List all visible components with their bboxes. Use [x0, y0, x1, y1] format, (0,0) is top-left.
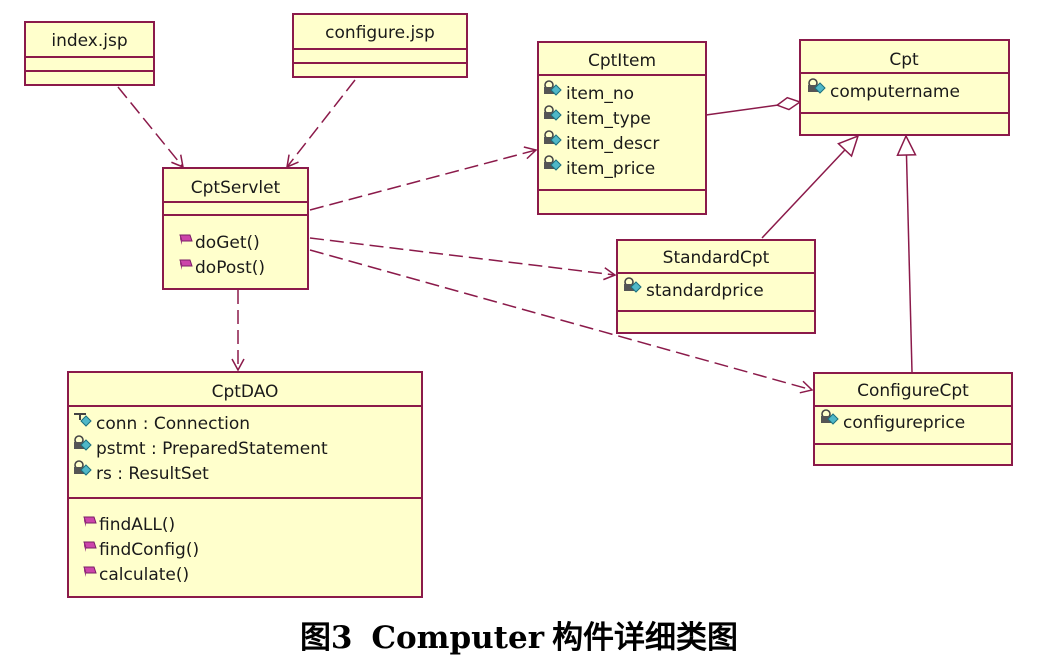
op-row: findALL(): [83, 515, 175, 535]
attr-item-descr: item_descr: [566, 134, 659, 154]
private-attribute-icon: [544, 155, 562, 171]
class-name-standardcpt: StandardCpt: [663, 248, 770, 268]
edge-configurecpt-inherits-cpt: [896, 134, 917, 373]
op-row: doPost(): [179, 258, 265, 278]
public-operation-icon: [83, 541, 97, 552]
edge-servlet-to-standardcpt: [309, 237, 617, 281]
edge-index-to-servlet: [117, 86, 184, 169]
class-index-jsp: index.jsp: [24, 21, 155, 86]
private-attribute-icon: [808, 78, 826, 94]
attr-row: pstmt : PreparedStatement: [74, 435, 328, 459]
class-standardcpt: StandardCpt standardprice: [616, 239, 816, 334]
class-configure-jsp: configure.jsp: [292, 13, 468, 78]
edge-servlet-to-cptitem: [309, 146, 538, 211]
class-name-configurecpt: ConfigureCpt: [857, 381, 969, 401]
edge-servlet-to-configurecpt: [309, 249, 814, 394]
op-calculate: calculate(): [99, 565, 189, 585]
attr-row: conn : Connection: [74, 413, 250, 434]
protected-attribute-icon: [74, 413, 92, 427]
op-findconfig: findConfig(): [99, 540, 199, 560]
class-name-configure-jsp: configure.jsp: [325, 23, 435, 43]
op-row: doGet(): [179, 233, 260, 253]
attr-row: rs : ResultSet: [74, 460, 209, 484]
attr-standardprice: standardprice: [646, 281, 764, 301]
attr-pstmt: pstmt : PreparedStatement: [96, 439, 328, 459]
op-findall: findALL(): [99, 515, 175, 535]
attr-row: item_price: [544, 155, 655, 179]
attr-item-price: item_price: [566, 159, 655, 179]
public-operation-icon: [179, 234, 193, 245]
edge-configure-to-servlet: [286, 79, 356, 169]
private-attribute-icon: [74, 435, 92, 451]
private-attribute-icon: [544, 130, 562, 146]
class-name-cptservlet: CptServlet: [191, 178, 281, 198]
attr-row: item_descr: [544, 130, 659, 154]
op-row: findConfig(): [83, 540, 199, 560]
op-dopost: doPost(): [195, 258, 265, 278]
caption-label: 图3: [299, 620, 353, 656]
attr-configureprice: configureprice: [843, 413, 965, 433]
class-cpt: Cpt computername: [799, 39, 1010, 136]
public-operation-icon: [83, 516, 97, 527]
edge-cptitem-aggregation-cpt: [705, 102, 800, 116]
class-name-cptitem: CptItem: [588, 51, 656, 71]
caption-title: Computer: [371, 620, 545, 656]
public-operation-icon: [179, 259, 193, 270]
private-attribute-icon: [821, 409, 839, 425]
edge-standardcpt-inherits-cpt: [761, 134, 860, 239]
attr-row: standardprice: [624, 277, 764, 301]
class-name-cpt: Cpt: [889, 50, 919, 70]
caption-suffix: 构件详细类图: [552, 620, 739, 656]
class-configurecpt: ConfigureCpt configureprice: [813, 372, 1013, 466]
class-cptservlet: CptServlet doGet() doPost(): [162, 167, 309, 290]
attr-item-no: item_no: [566, 84, 634, 104]
public-operation-icon: [83, 566, 97, 577]
attr-conn: conn : Connection: [96, 414, 250, 434]
class-cptitem: CptItem item_no item_type item_des: [537, 41, 707, 215]
private-attribute-icon: [544, 105, 562, 121]
attr-rs: rs : ResultSet: [96, 464, 209, 484]
private-attribute-icon: [624, 277, 642, 293]
attr-row: item_type: [544, 105, 651, 129]
attr-computername: computername: [830, 82, 960, 102]
class-name-cptdao: CptDAO: [212, 382, 279, 402]
attr-row: configureprice: [821, 409, 965, 433]
private-attribute-icon: [74, 460, 92, 476]
op-doget: doGet(): [195, 233, 260, 253]
class-name-index-jsp: index.jsp: [51, 31, 127, 51]
attr-row: item_no: [544, 80, 634, 104]
class-cptdao: CptDAO conn : Connection pstmt : Prepare…: [67, 371, 423, 598]
private-attribute-icon: [544, 80, 562, 96]
attr-row: computername: [808, 78, 960, 102]
attr-item-type: item_type: [566, 109, 651, 129]
op-row: calculate(): [83, 565, 189, 585]
